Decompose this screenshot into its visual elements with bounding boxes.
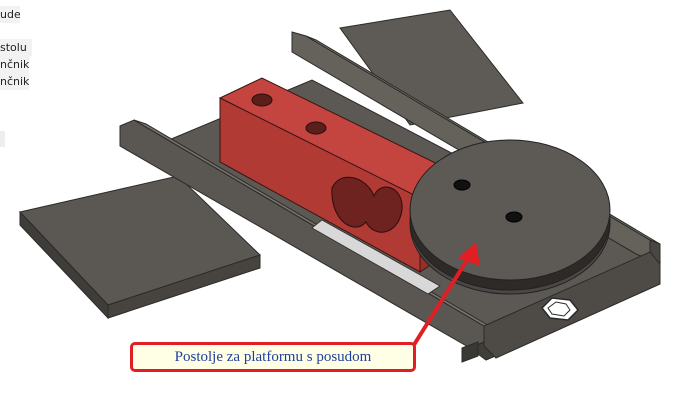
browser-item[interactable]: stolu: [0, 39, 32, 56]
cell-window: [331, 176, 403, 233]
browser-item[interactable]: nčnik: [0, 56, 29, 73]
disc-hole-2: [505, 211, 523, 223]
callout-arrow-line: [410, 250, 474, 350]
browser-item[interactable]: ude: [0, 6, 20, 23]
hole-1: [251, 93, 273, 107]
browser-item-stub: [0, 131, 5, 147]
hex-nut: [540, 297, 580, 321]
disc-top: [409, 139, 611, 281]
disc-hole-1: [453, 179, 471, 191]
callout-arrow-head: [458, 242, 480, 266]
browser-item[interactable]: nčnik: [0, 73, 29, 90]
hole-2: [305, 121, 327, 135]
rear-plate: [339, 9, 524, 126]
callout-label: Postolje za platformu s posudom: [130, 342, 416, 372]
